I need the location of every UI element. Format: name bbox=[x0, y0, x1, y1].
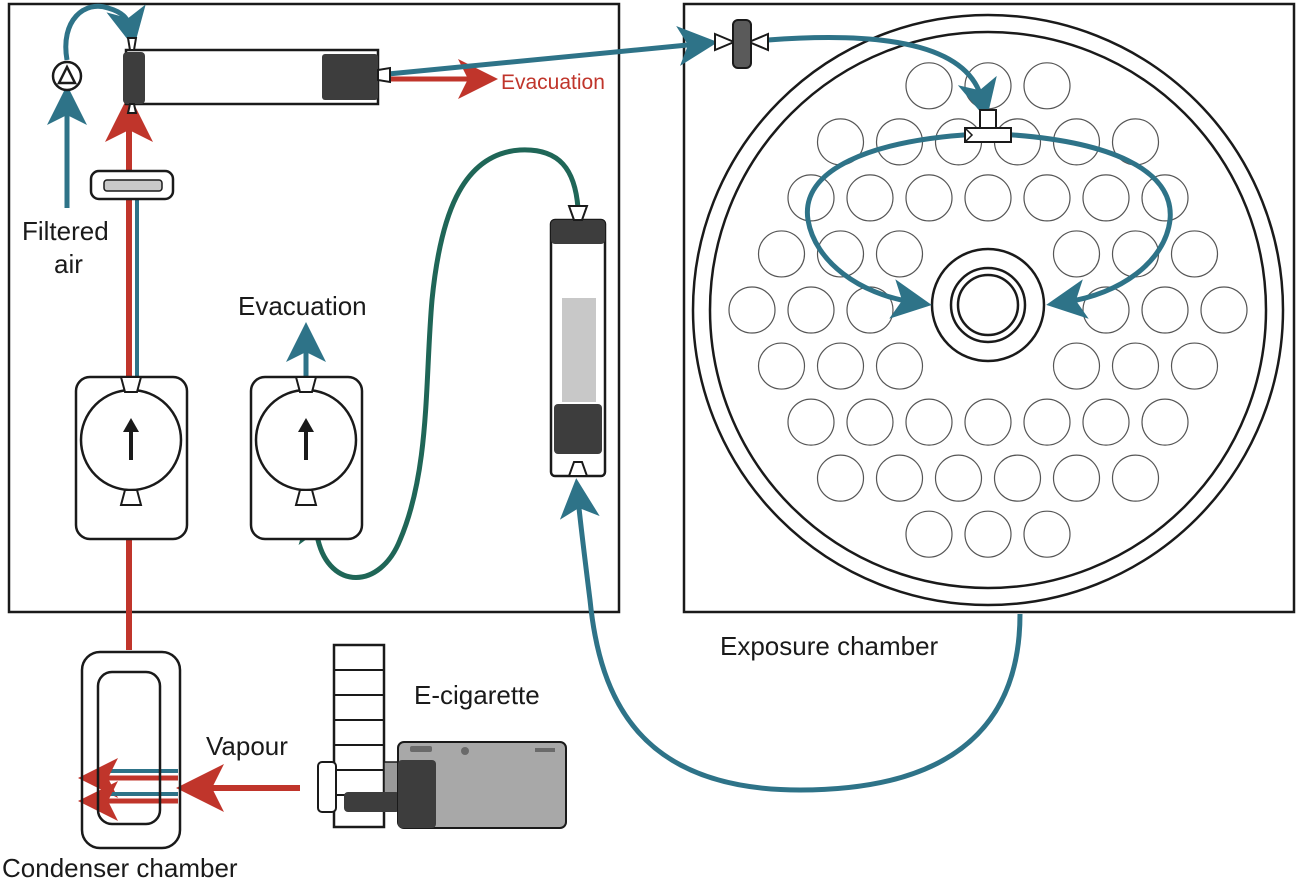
filter-icon bbox=[89, 169, 175, 201]
well bbox=[1082, 174, 1130, 222]
filtered-air-label-line1: Filtered bbox=[22, 216, 109, 246]
chamber-inlet-icon bbox=[964, 109, 1012, 143]
central-port bbox=[930, 247, 1046, 363]
well bbox=[1141, 286, 1189, 334]
condenser-chamber bbox=[80, 650, 182, 850]
machine-frame bbox=[7, 2, 621, 614]
well bbox=[905, 510, 953, 558]
well-grid bbox=[728, 62, 1248, 558]
well bbox=[1082, 286, 1130, 334]
well bbox=[1111, 230, 1160, 278]
filtered-air-label-line2: air bbox=[54, 249, 83, 279]
vertical-cartridge bbox=[549, 205, 607, 478]
well bbox=[1023, 62, 1071, 110]
condenser-chamber-label: Condenser chamber bbox=[2, 853, 238, 882]
exposure-chamber-label: Exposure chamber bbox=[720, 631, 939, 661]
well bbox=[816, 454, 865, 502]
well bbox=[1023, 174, 1071, 222]
chamber-flow-right bbox=[997, 131, 1173, 319]
well bbox=[934, 454, 983, 502]
filtered-air-loop bbox=[63, 3, 146, 61]
well bbox=[1052, 454, 1101, 502]
well bbox=[757, 230, 806, 278]
well bbox=[993, 454, 1042, 502]
well bbox=[964, 398, 1012, 446]
well bbox=[1082, 398, 1130, 446]
pump-icon bbox=[51, 60, 83, 92]
well bbox=[846, 398, 894, 446]
well bbox=[1111, 342, 1160, 390]
valve-icon bbox=[714, 19, 769, 69]
e-cigarette-label: E-cigarette bbox=[414, 680, 540, 710]
pump-1 bbox=[74, 375, 189, 541]
well bbox=[728, 286, 776, 334]
well bbox=[1170, 342, 1219, 390]
well bbox=[1052, 230, 1101, 278]
evacuation-top-label: Evacuation bbox=[501, 71, 605, 94]
return-flow-chamber-to-tube bbox=[559, 478, 1023, 793]
blue-flow-valve-to-chamber bbox=[767, 35, 997, 120]
well bbox=[787, 286, 835, 334]
pump-2 bbox=[249, 375, 364, 541]
well bbox=[875, 230, 924, 278]
well bbox=[964, 510, 1012, 558]
well bbox=[875, 454, 924, 502]
well bbox=[964, 174, 1012, 222]
exposure-chamber-frame bbox=[682, 2, 1296, 614]
well bbox=[787, 398, 835, 446]
well bbox=[905, 398, 953, 446]
well bbox=[905, 62, 953, 110]
well bbox=[1023, 398, 1071, 446]
well bbox=[1023, 510, 1071, 558]
well bbox=[1200, 286, 1248, 334]
e-cigarette-icon bbox=[317, 643, 567, 829]
well bbox=[875, 342, 924, 390]
well bbox=[1170, 230, 1219, 278]
well bbox=[1052, 342, 1101, 390]
well bbox=[816, 230, 865, 278]
well bbox=[905, 174, 953, 222]
well bbox=[1141, 398, 1189, 446]
vapour-label: Vapour bbox=[206, 731, 288, 761]
top-syringe bbox=[123, 37, 391, 114]
well bbox=[964, 62, 1012, 110]
evacuation-mid-label: Evacuation bbox=[238, 291, 367, 321]
well bbox=[816, 342, 865, 390]
well bbox=[1111, 454, 1160, 502]
green-flow-tube-to-pump bbox=[298, 147, 581, 580]
well bbox=[757, 342, 806, 390]
well bbox=[846, 174, 894, 222]
chamber-flow-left bbox=[804, 131, 979, 319]
blue-flow-to-valve bbox=[387, 26, 718, 77]
